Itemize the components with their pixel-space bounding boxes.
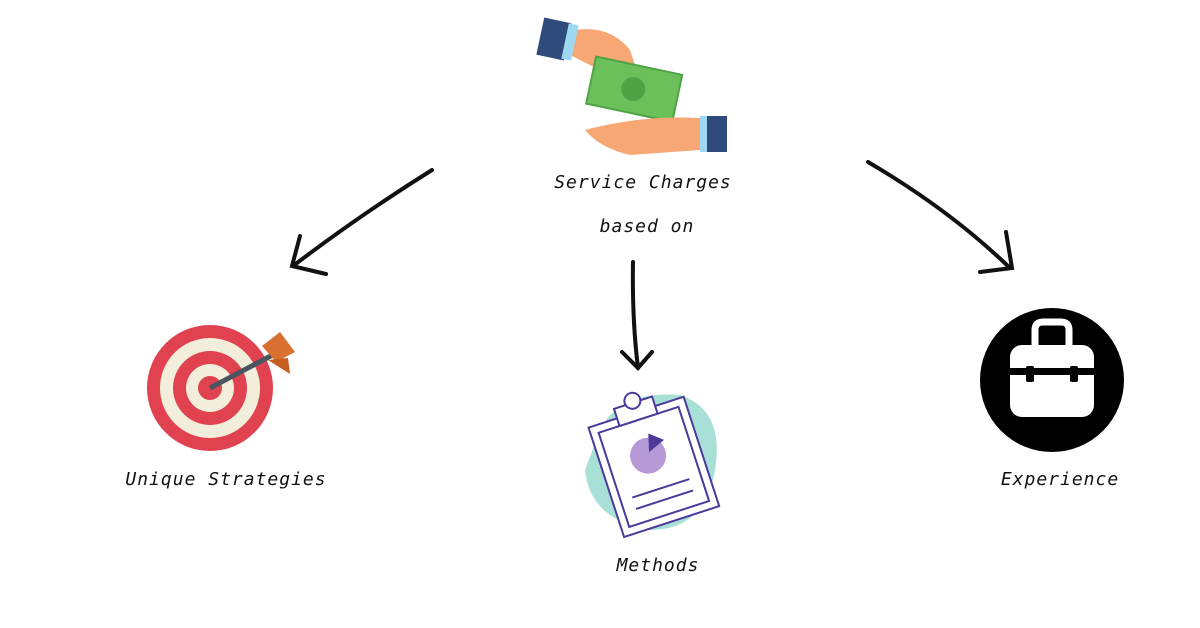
arrow-right xyxy=(866,160,1015,274)
briefcase-icon xyxy=(980,308,1124,452)
center-title-line2: based on xyxy=(599,216,695,237)
node-label-experience: Experience xyxy=(1000,469,1120,490)
money-hands-icon xyxy=(536,17,727,155)
center-title-line1: Service Charges xyxy=(554,172,732,193)
node-label-methods: Methods xyxy=(616,555,700,576)
clipboard-chart-icon xyxy=(585,391,721,539)
arrow-down xyxy=(620,260,654,371)
node-label-unique-strategies: Unique Strategies xyxy=(125,469,327,490)
target-icon xyxy=(147,325,295,451)
arrow-left xyxy=(289,168,434,276)
